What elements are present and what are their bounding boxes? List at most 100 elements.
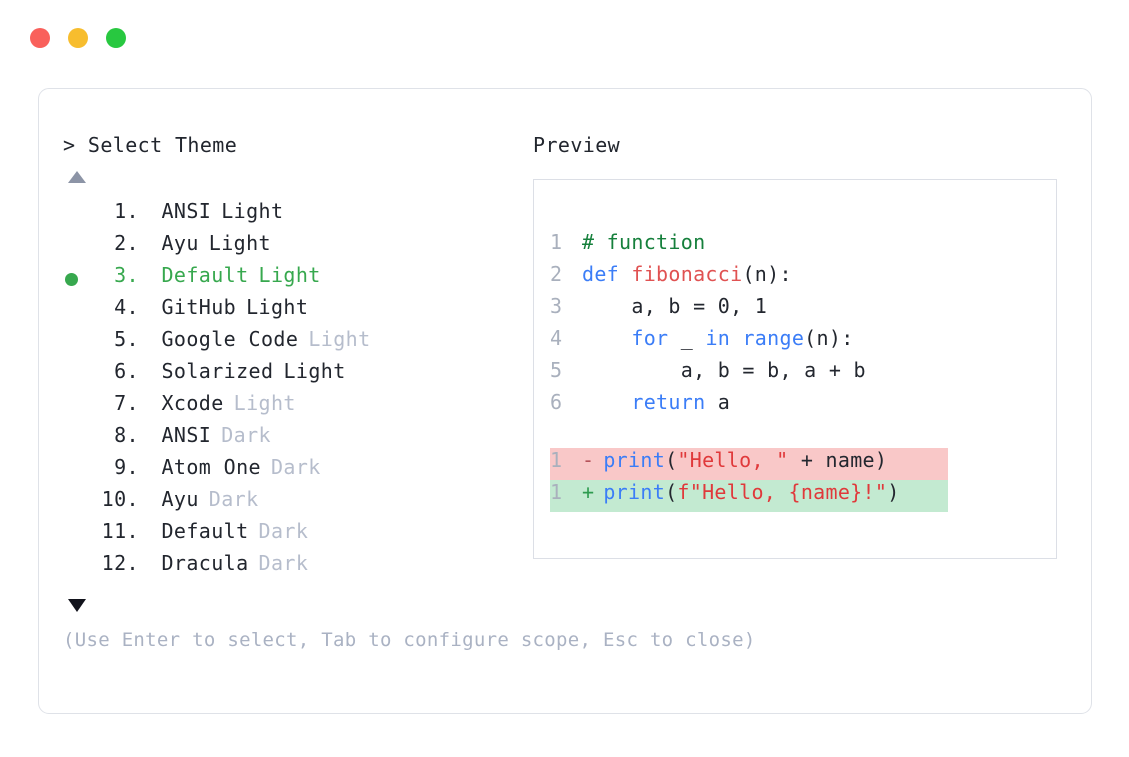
theme-item-gap <box>139 519 161 543</box>
line-number: 3 <box>550 294 563 318</box>
close-button-dot[interactable] <box>30 28 50 48</box>
theme-item-variant: Dark <box>208 487 259 511</box>
selection-bullet-cell <box>63 327 93 359</box>
code-token: 0 <box>717 294 731 318</box>
diff-added-line: 1+print(f"Hello, {name}!") <box>550 480 948 512</box>
scroll-down-arrow-icon[interactable] <box>68 599 86 612</box>
maximize-button-dot[interactable] <box>106 28 126 48</box>
theme-item-name: Xcode <box>161 391 224 415</box>
theme-item-name: Solarized <box>161 359 274 383</box>
selection-bullet-cell <box>63 295 93 327</box>
code-token: ( <box>665 480 678 504</box>
line-number: 1 <box>550 230 563 254</box>
theme-item-number: 5. <box>114 327 139 351</box>
code-token: + name) <box>788 448 888 472</box>
theme-item-number: 8. <box>114 423 139 447</box>
code-token: a <box>705 390 731 414</box>
theme-item-variant: Light <box>208 231 271 255</box>
theme-item-gap <box>139 551 161 575</box>
selection-bullet-cell <box>63 551 93 583</box>
theme-item-gap <box>139 423 161 447</box>
theme-item-variant: Light <box>246 295 309 319</box>
theme-item-variant: Light <box>308 327 371 351</box>
code-token: _ <box>668 326 706 350</box>
theme-item-variant: Light <box>233 391 296 415</box>
theme-item-name: Atom One <box>161 455 261 479</box>
line-number: 1 <box>550 480 563 504</box>
theme-item-variant: Dark <box>221 423 271 447</box>
theme-item-number: 11. <box>101 519 139 543</box>
code-token <box>582 390 631 414</box>
diff-plus-marker: + <box>582 480 595 504</box>
theme-item-gap <box>139 263 161 287</box>
theme-list-item[interactable]: 4. GitHub Light <box>63 295 523 327</box>
code-token: print <box>603 480 666 504</box>
theme-item-gap <box>139 359 161 383</box>
code-line: 4 for _ in range(n): <box>550 326 1056 358</box>
code-line: 1# function <box>550 230 1056 262</box>
selection-bullet-cell <box>63 199 93 231</box>
preview-title: Preview <box>533 133 621 157</box>
diff-removed-line: 1-print("Hello, " + name) <box>550 448 948 480</box>
code-token: fibonacci <box>631 262 743 286</box>
line-number: 5 <box>550 358 563 382</box>
selection-bullet-cell <box>63 423 93 455</box>
theme-item-name: GitHub <box>161 295 237 319</box>
theme-item-number: 2. <box>114 231 139 255</box>
code-token <box>582 326 631 350</box>
code-line: 6 return a <box>550 390 1056 422</box>
code-token: for <box>631 326 669 350</box>
selection-bullet-cell <box>63 359 93 391</box>
line-number: 2 <box>550 262 563 286</box>
minimize-button-dot[interactable] <box>68 28 88 48</box>
code-token: in range <box>705 326 805 350</box>
theme-item-gap <box>139 231 161 255</box>
theme-item-gap <box>139 295 161 319</box>
theme-item-number: 7. <box>114 391 139 415</box>
theme-item-number: 1. <box>114 199 139 223</box>
line-number: 6 <box>550 390 563 414</box>
theme-item-gap <box>139 487 161 511</box>
theme-item-gap <box>139 455 161 479</box>
theme-list-item[interactable]: 12. Dracula Dark <box>63 551 523 583</box>
selection-bullet-cell <box>63 487 93 519</box>
code-spacer <box>550 422 1056 448</box>
theme-item-name: Dracula <box>161 551 249 575</box>
theme-item-number: 4. <box>114 295 139 319</box>
theme-item-name: ANSI <box>161 423 212 447</box>
theme-item-name: ANSI <box>161 199 212 223</box>
code-token: ) <box>887 480 900 504</box>
code-line: 5 a, b = b, a + b <box>550 358 1056 390</box>
selection-bullet-cell <box>63 231 93 263</box>
theme-item-name: Default <box>161 263 249 287</box>
theme-list-item[interactable]: 7. Xcode Light <box>63 391 523 423</box>
theme-item-gap <box>139 327 161 351</box>
theme-list-item[interactable]: 8. ANSI Dark <box>63 423 523 455</box>
code-token: a, b = <box>582 294 718 318</box>
selected-bullet-icon <box>65 272 78 286</box>
theme-item-number: 12. <box>101 551 139 575</box>
theme-list-item[interactable]: 5. Google Code Light <box>63 327 523 359</box>
theme-item-number: 3. <box>114 263 139 287</box>
keyboard-hint: (Use Enter to select, Tab to configure s… <box>63 629 756 651</box>
theme-item-name: Google Code <box>161 327 299 351</box>
window-controls <box>30 28 126 48</box>
theme-item-number: 9. <box>114 455 139 479</box>
theme-item-variant: Dark <box>258 551 309 575</box>
line-number: 1 <box>550 448 563 472</box>
scroll-up-arrow-icon[interactable] <box>68 171 86 183</box>
